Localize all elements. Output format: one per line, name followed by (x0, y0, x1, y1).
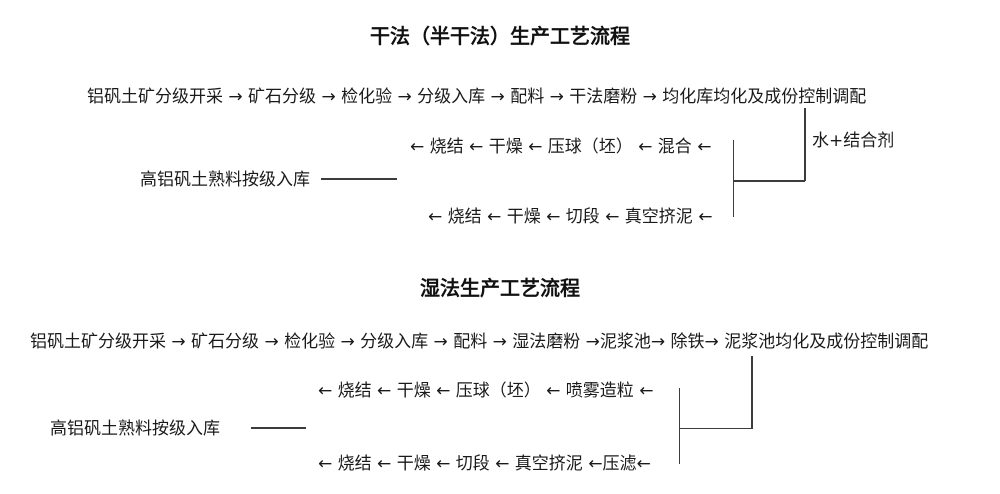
wet-branch-connector-vertical (678, 388, 680, 464)
water-binder-label: 水+结合剂 (812, 131, 895, 151)
wet-branch-connector-horizontal (679, 427, 752, 429)
dry-extrude-branch-row: ← 烧结 ← 干燥 ← 切段 ← 真空挤泥 ← (428, 207, 713, 227)
dry-process-title: 干法（半干法）生产工艺流程 (370, 24, 630, 48)
wet-extrude-branch-row: ← 烧结 ← 干燥 ← 切段 ← 真空挤泥 ←压滤← (318, 454, 651, 474)
dry-storage-connector-line (321, 178, 397, 180)
wet-press-branch-row: ← 烧结 ← 干燥 ← 压球（坯） ← 喷雾造粒 ← (318, 381, 654, 401)
dry-main-flow-row: 铝矾土矿分级开采 → 矿石分级 → 检化验 → 分级入库 → 配料 → 干法磨粉… (87, 87, 867, 107)
dry-press-branch-row: ← 烧结 ← 干燥 ← 压球（坯） ← 混合 ← (410, 137, 712, 157)
wet-main-flow-row: 铝矾土矿分级开采 → 矿石分级 → 检化验 → 分级入库 → 配料 → 湿法磨粉… (30, 332, 929, 352)
dry-drop-connector-line (804, 108, 806, 181)
dry-branch-connector-horizontal (733, 180, 805, 182)
wet-storage-label: 高铝矾土熟料按级入库 (50, 419, 220, 439)
dry-branch-connector-vertical (732, 140, 734, 217)
wet-storage-connector-line (251, 427, 306, 429)
wet-drop-connector-line (751, 356, 753, 429)
wet-process-title: 湿法生产工艺流程 (420, 276, 580, 300)
dry-storage-label: 高铝矾土熟料按级入库 (140, 170, 310, 190)
